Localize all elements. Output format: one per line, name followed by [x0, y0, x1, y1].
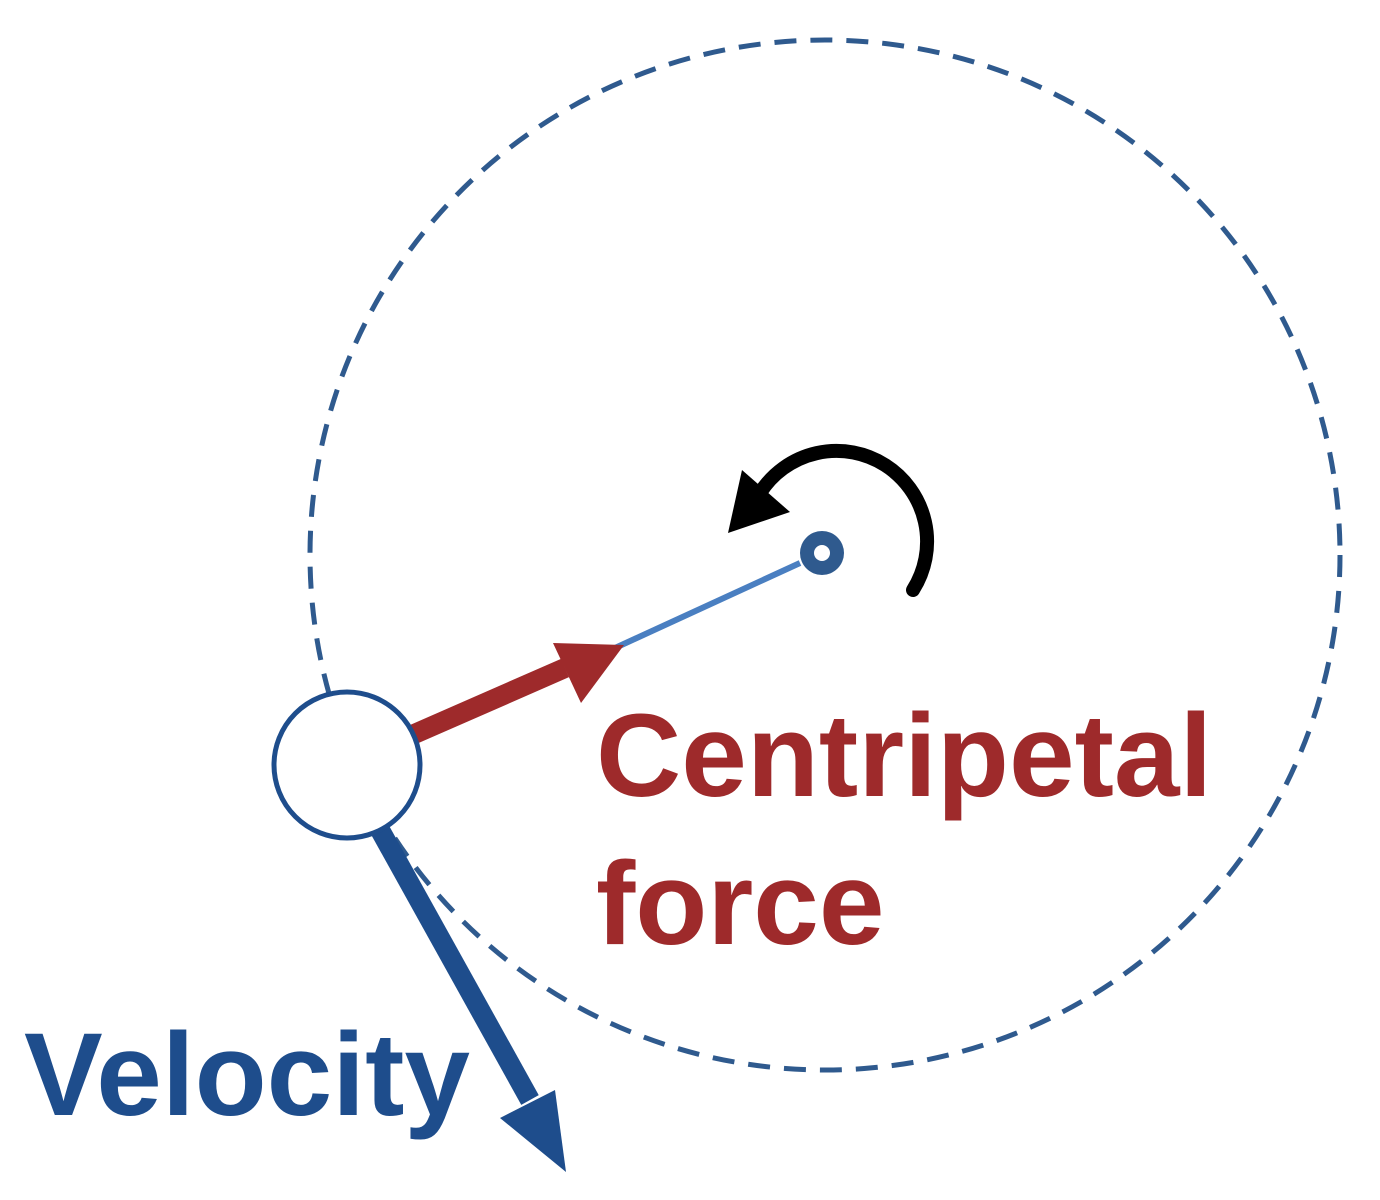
- centripetal-force-label: Centripetal force: [596, 682, 1212, 978]
- centripetal-label-line1: Centripetal: [596, 690, 1213, 822]
- center-pivot-icon: [800, 531, 844, 575]
- velocity-arrow: [371, 825, 566, 1172]
- orbiting-object: [271, 689, 423, 841]
- centripetal-label-line2: force: [596, 838, 885, 970]
- radius-line: [613, 560, 802, 651]
- velocity-label: Velocity: [24, 1009, 471, 1141]
- counterclockwise-rotation-arrow-icon: [728, 443, 935, 597]
- centripetal-force-arrow: [407, 643, 624, 745]
- orbit-path: [307, 37, 1343, 1073]
